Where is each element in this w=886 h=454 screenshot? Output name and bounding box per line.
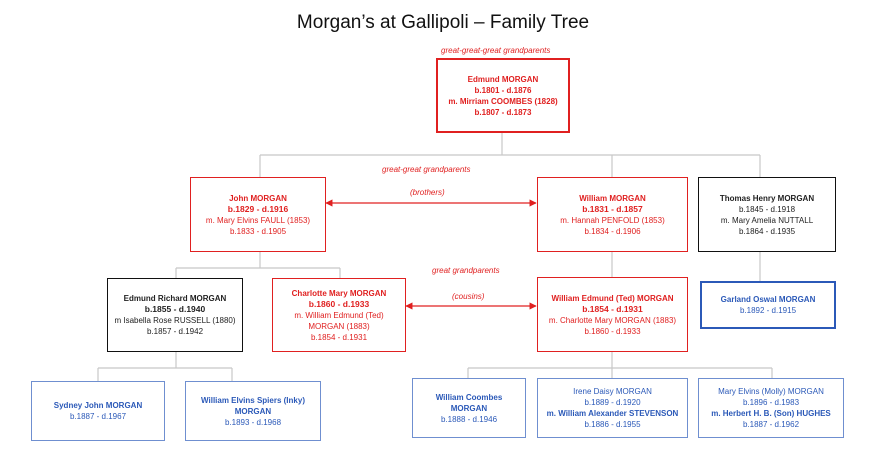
person-name: Sydney John MORGAN bbox=[53, 401, 143, 410]
person-william-elvins-spiers-morgan: William Elvins Spiers (Inky) MORGAN b.18… bbox=[185, 381, 321, 441]
person-william-edmund-morgan: William Edmund (Ted) MORGAN b.1854 - d.1… bbox=[537, 277, 688, 352]
generation-label-g1: great grandparents bbox=[432, 266, 500, 275]
spouse-dates: b.1857 - d.1942 bbox=[146, 327, 204, 336]
person-name: Charlotte Mary MORGAN bbox=[291, 288, 387, 298]
person-dates: b.1892 - d.1915 bbox=[739, 306, 797, 315]
person-dates: b.1893 - d.1968 bbox=[224, 417, 282, 427]
person-sydney-john-morgan: Sydney John MORGAN b.1887 - d.1967 bbox=[31, 381, 165, 441]
person-dates: b.1854 - d.1931 bbox=[582, 303, 643, 314]
person-name: John MORGAN bbox=[229, 193, 287, 203]
person-edmund-richard-morgan: Edmund Richard MORGAN b.1855 - d.1940 m … bbox=[107, 278, 243, 352]
spouse-dates: b.1860 - d.1933 bbox=[584, 326, 641, 336]
person-spouse: m. Mary Amelia NUTTALL bbox=[720, 215, 814, 225]
person-spouse: m Isabella Rose RUSSELL (1880) bbox=[114, 316, 236, 325]
person-name: Edmund MORGAN bbox=[467, 74, 539, 84]
person-william-coombes-morgan: William Coombes MORGAN b.1888 - d.1946 bbox=[412, 378, 526, 438]
person-name: William Coombes bbox=[435, 392, 503, 402]
spouse-dates: b.1854 - d.1931 bbox=[310, 332, 368, 342]
person-dates: b.1845 - d.1918 bbox=[738, 204, 796, 214]
page-title: Morgan’s at Gallipoli – Family Tree bbox=[296, 12, 590, 33]
spouse-dates: b.1833 - d.1905 bbox=[229, 226, 287, 236]
person-name-cont: MORGAN bbox=[234, 406, 272, 416]
person-spouse: m. Hannah PENFOLD (1853) bbox=[560, 215, 665, 225]
person-dates: b.1860 - d.1933 bbox=[308, 298, 370, 309]
spouse-dates: b.1886 - d.1955 bbox=[584, 420, 641, 429]
person-john-morgan: John MORGAN b.1829 - d.1916 m. Mary Elvi… bbox=[190, 177, 326, 252]
spouse-dates: b.1864 - d.1935 bbox=[738, 226, 796, 236]
person-mary-elvins-morgan: Mary Elvins (Molly) MORGAN b.1896 - d.19… bbox=[698, 378, 844, 438]
person-dates: b.1801 - d.1876 bbox=[474, 85, 532, 95]
person-spouse-cont: MORGAN (1883) bbox=[308, 321, 370, 331]
person-name: Irene Daisy MORGAN bbox=[573, 387, 652, 396]
person-name: Edmund Richard MORGAN bbox=[123, 294, 227, 303]
person-irene-daisy-morgan: Irene Daisy MORGAN b.1889 - d.1920 m. Wi… bbox=[537, 378, 688, 438]
person-dates: b.1896 - d.1983 bbox=[742, 398, 800, 407]
person-edmund-morgan: Edmund MORGAN b.1801 - d.1876 m. Mirriam… bbox=[436, 58, 570, 133]
person-dates: b.1831 - d.1857 bbox=[582, 203, 643, 214]
person-name: William Edmund (Ted) MORGAN bbox=[551, 293, 674, 303]
person-spouse: m. Mary Elvins FAULL (1853) bbox=[205, 215, 311, 225]
person-dates: b.1829 - d.1916 bbox=[227, 203, 289, 214]
generation-label-g3: great-great-great grandparents bbox=[441, 46, 551, 55]
person-dates: b.1855 - d.1940 bbox=[144, 304, 206, 314]
person-spouse: m. Herbert H. B. (Son) HUGHES bbox=[711, 409, 831, 418]
brothers-label: (brothers) bbox=[410, 188, 445, 197]
person-dates: b.1887 - d.1967 bbox=[69, 412, 127, 421]
person-name: Mary Elvins (Molly) MORGAN bbox=[718, 387, 824, 396]
person-name-cont: MORGAN bbox=[450, 403, 488, 413]
person-name: Thomas Henry MORGAN bbox=[719, 193, 815, 203]
person-dates: b.1889 - d.1920 bbox=[584, 398, 641, 407]
generation-label-g2: great-great grandparents bbox=[382, 165, 471, 174]
person-william-morgan: William MORGAN b.1831 - d.1857 m. Hannah… bbox=[537, 177, 688, 252]
person-spouse: m. William Edmund (Ted) bbox=[294, 310, 384, 320]
person-spouse: m. Charlotte Mary MORGAN (1883) bbox=[548, 315, 677, 325]
spouse-dates: b.1807 - d.1873 bbox=[474, 107, 532, 117]
person-name: William Elvins Spiers (Inky) bbox=[201, 395, 305, 405]
person-name: William MORGAN bbox=[579, 193, 646, 203]
person-garland-oswal-morgan: Garland Oswal MORGAN b.1892 - d.1915 bbox=[700, 281, 836, 329]
person-spouse: m. William Alexander STEVENSON bbox=[546, 409, 679, 418]
person-thomas-henry-morgan: Thomas Henry MORGAN b.1845 - d.1918 m. M… bbox=[698, 177, 836, 252]
cousins-label: (cousins) bbox=[452, 292, 485, 301]
spouse-dates: b.1834 - d.1906 bbox=[584, 226, 641, 236]
person-name: Garland Oswal MORGAN bbox=[720, 295, 816, 304]
person-spouse: m. Mirriam COOMBES (1828) bbox=[448, 96, 558, 106]
spouse-dates: b.1887 - d.1962 bbox=[742, 420, 800, 429]
person-charlotte-mary-morgan: Charlotte Mary MORGAN b.1860 - d.1933 m.… bbox=[272, 278, 406, 352]
person-dates: b.1888 - d.1946 bbox=[440, 414, 498, 424]
